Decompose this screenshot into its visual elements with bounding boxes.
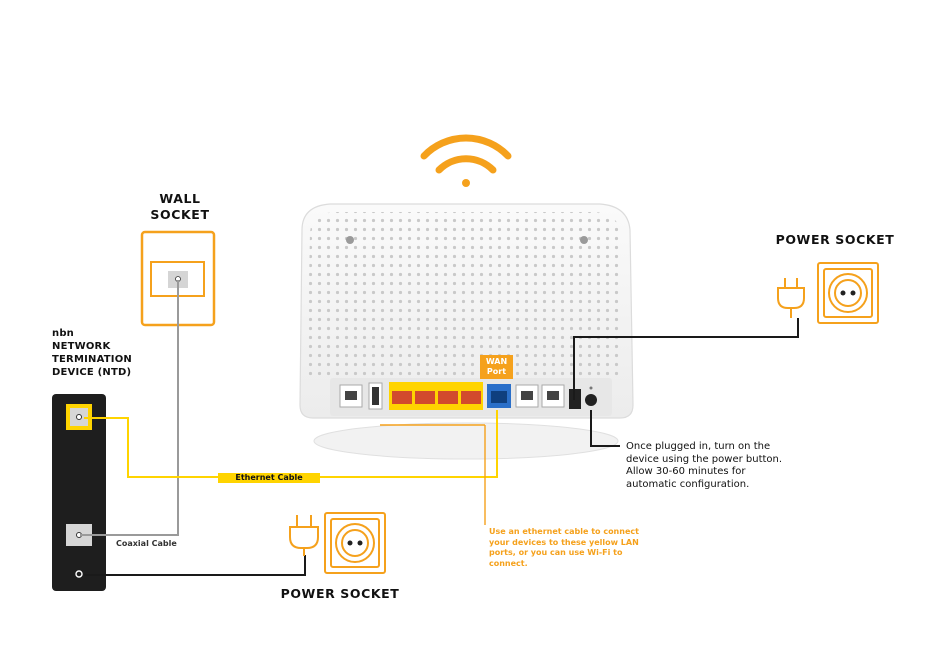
ntd-power-cable [84,555,306,576]
ntd-label-line4: DEVICE (NTD) [52,367,132,378]
power-button-note-line2: device using the power button. [626,453,783,465]
usb-port [368,382,383,410]
ntd-label-line2: NETWORK [52,341,111,352]
lan-ports [389,382,483,410]
router-power-cable [573,318,799,400]
ntd-label-line3: TERMINATION [52,354,132,365]
power-button-note: Once plugged in, turn on the device usin… [626,441,826,491]
wifi-icon [420,134,512,187]
ethernet-cable-label: Ethernet Cable [218,473,320,483]
power-socket-right-label: POWER SOCKET [775,232,895,247]
coaxial-cable-label: Coaxial Cable [116,539,177,548]
wall-socket-label-line1: WALL [159,191,201,206]
power-button-pointer [590,410,620,447]
phone-port [339,384,363,408]
wall-socket-label: WALL SOCKET [130,191,230,223]
power-socket-bottom-label: POWER SOCKET [280,586,400,601]
lan-ports-note-line2: your devices to these yellow LAN [489,537,639,547]
power-outlet-icon [324,512,386,574]
lan-ports-note-line1: Use an ethernet cable to connect [489,527,639,536]
plug-icon [777,278,805,318]
ntd-device [52,394,106,591]
wan-port-tag: WAN Port [480,355,513,379]
coaxial-cable [80,280,179,536]
lan-ports-note-line3: ports, or you can use Wi-Fi to [489,548,623,557]
power-outlet-icon [817,262,879,324]
plug-icon [289,515,319,556]
lan-ports-note: Use an ethernet cable to connect your de… [489,527,664,569]
wan-port [487,384,511,408]
lan-ports-note-line4: connect. [489,558,528,568]
ntd-label-line1: nbn [52,328,74,339]
wall-socket-label-line2: SOCKET [150,207,210,222]
ethernet-cable [84,410,498,478]
phone-ports-right [515,384,565,408]
wan-port-tag-line1: WAN [485,357,508,366]
power-button-note-line4: automatic configuration. [626,478,750,490]
wan-port-tag-line2: Port [486,367,507,376]
ntd-label: nbn NETWORK TERMINATION DEVICE (NTD) [52,327,172,379]
power-button-note-line3: Allow 30-60 minutes for [626,466,746,477]
router [299,203,634,460]
power-button-note-line1: Once plugged in, turn on the [626,441,771,452]
power-jack [585,394,597,406]
